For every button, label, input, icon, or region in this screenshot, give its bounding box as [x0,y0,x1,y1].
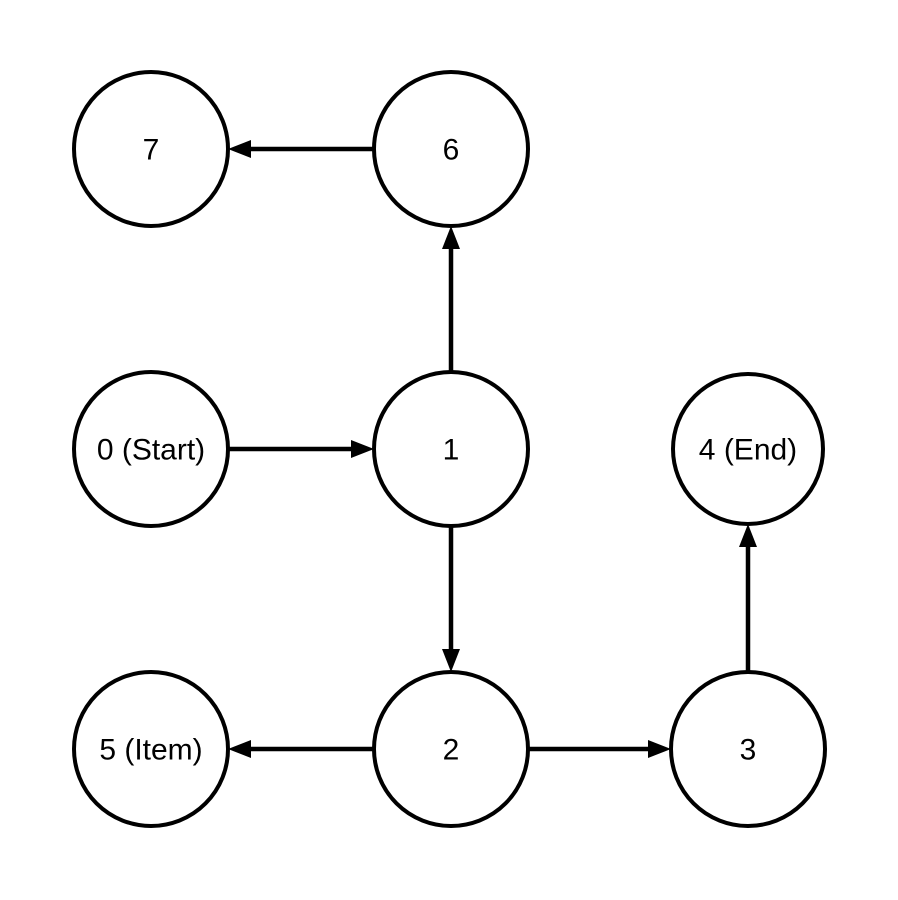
edge-2-to-3[interactable] [528,740,671,758]
edge-6-to-7[interactable] [228,140,374,158]
node-5-label: 5 (Item) [99,734,202,767]
node-1-circle [372,370,530,528]
node-5-item[interactable]: 5 (Item) [72,670,230,828]
node-4-end[interactable]: 4 (End) [671,372,825,526]
node-1[interactable]: 1 [372,370,530,528]
node-5-circle [72,670,230,828]
node-2[interactable]: 2 [372,670,530,828]
node-3-label: 3 [740,734,757,767]
node-layer: 7 6 0 (Start) 1 4 (End) 5 (Item) 2 [72,70,827,828]
node-1-label: 1 [443,434,460,467]
node-7[interactable]: 7 [72,70,230,228]
edge-0-to-1[interactable] [228,440,374,458]
node-2-circle [372,670,530,828]
node-2-label: 2 [443,734,460,767]
edge-2-to-5[interactable] [228,740,374,758]
edge-3-to-4-arrowhead [739,524,757,547]
node-0-circle [72,370,230,528]
edge-1-to-6[interactable] [442,226,460,372]
node-3[interactable]: 3 [669,670,827,828]
node-4-label: 4 (End) [699,434,797,467]
node-0-label: 0 (Start) [97,434,205,467]
edge-1-to-2-arrowhead [442,649,460,672]
edge-2-to-3-arrowhead [648,740,671,758]
edge-1-to-2[interactable] [442,526,460,672]
node-6-label: 6 [443,134,460,167]
node-0-start[interactable]: 0 (Start) [72,370,230,528]
edge-3-to-4[interactable] [739,524,757,672]
edge-1-to-6-arrowhead [442,226,460,249]
edge-6-to-7-arrowhead [228,140,251,158]
node-3-circle [669,670,827,828]
node-7-label: 7 [143,134,160,167]
edge-layer [228,140,757,758]
node-4-circle [671,372,825,526]
node-7-circle [72,70,230,228]
edge-2-to-5-arrowhead [228,740,251,758]
node-6[interactable]: 6 [372,70,530,228]
node-6-circle [372,70,530,228]
edge-0-to-1-arrowhead [351,440,374,458]
